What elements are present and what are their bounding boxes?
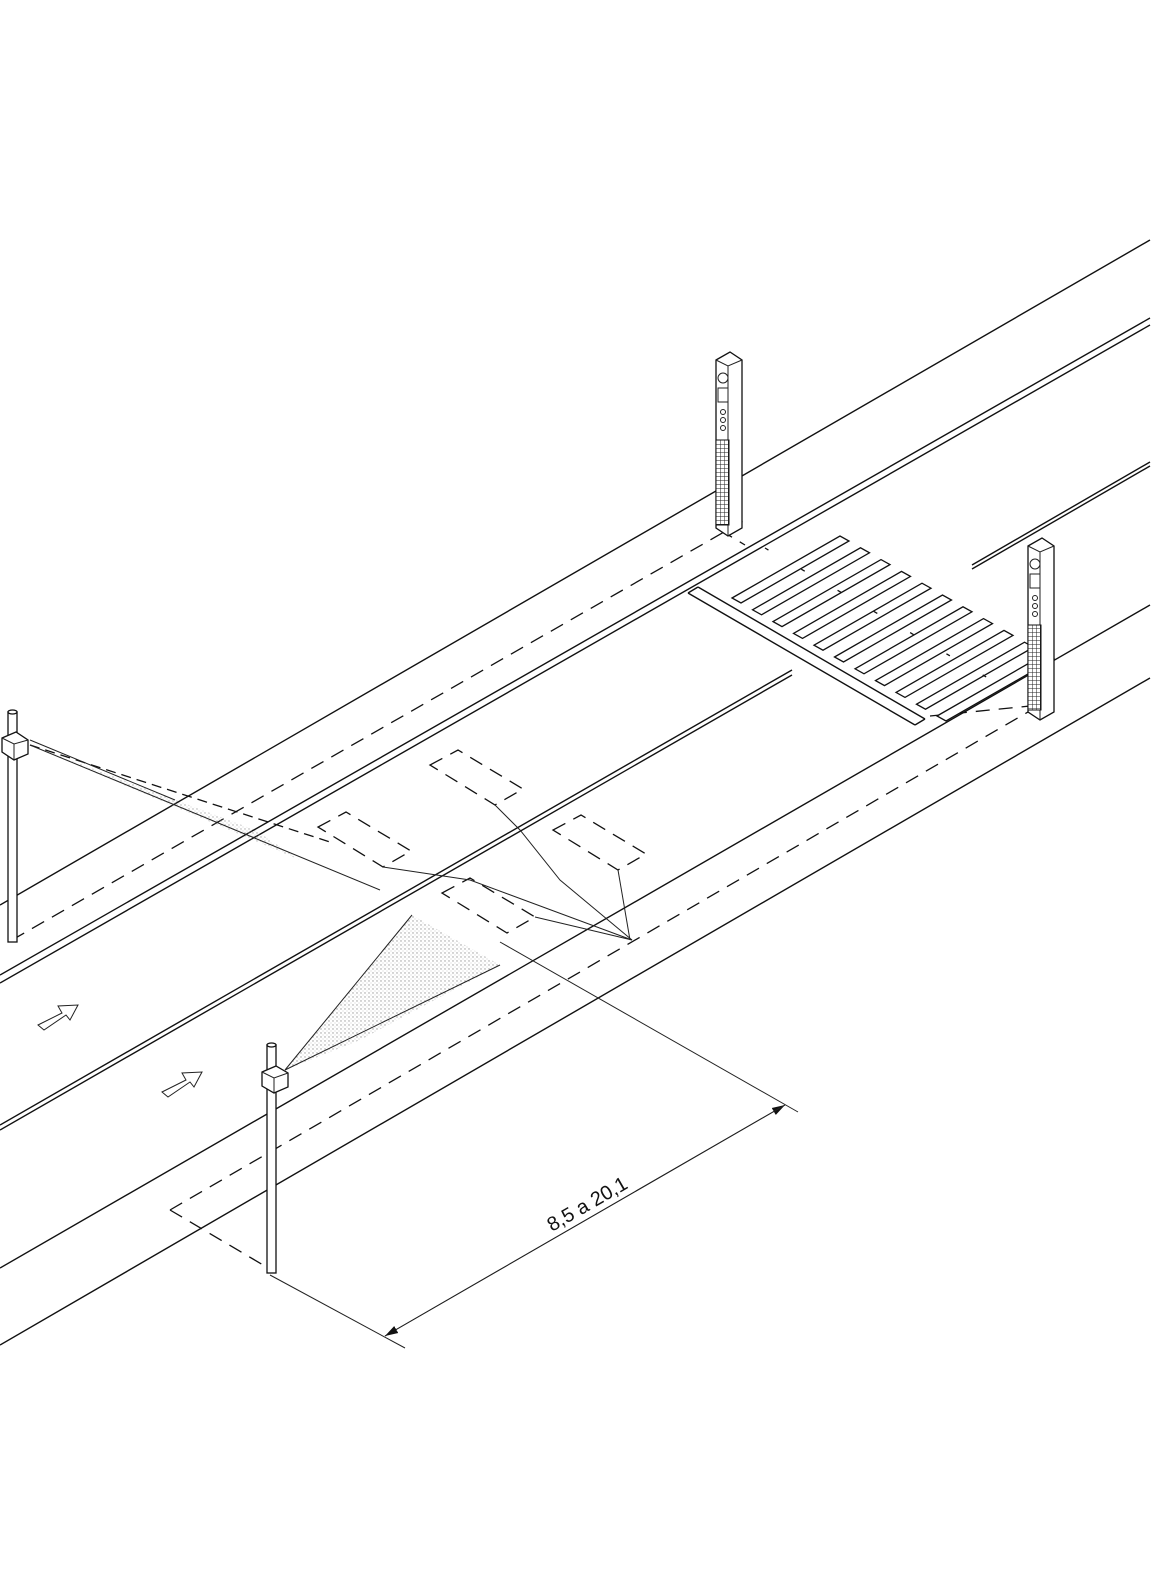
- crosswalk-stripe: [751, 547, 871, 616]
- lane-direction-arrow-icon: [37, 1004, 79, 1031]
- camera-pole-bottom: [261, 1042, 289, 1274]
- dimension-label: 8,5 a 20,1: [544, 1173, 632, 1237]
- crosswalk-stripe: [730, 535, 851, 604]
- crosswalk-stripe: [833, 594, 953, 663]
- pedestrian-crossing: [687, 535, 1056, 726]
- road-edges: [0, 239, 1151, 1346]
- crosswalk-stripe: [853, 606, 974, 675]
- crosswalk-stripe: [792, 570, 912, 640]
- crosswalk-stripe: [874, 617, 994, 687]
- lane-direction-arrow-bottom: [161, 1071, 203, 1098]
- centre-line: [0, 461, 1151, 1131]
- crosswalk-stripe: [812, 582, 933, 651]
- crosswalk-stripe: [894, 629, 1015, 699]
- sensor-leader-lines: [382, 804, 633, 941]
- camera-beam-left: [29, 739, 381, 891]
- detection-loops: [316, 749, 648, 934]
- traffic-enforcement-totem-icon: [715, 351, 743, 537]
- crosswalk-stripe: [771, 558, 892, 628]
- camera-beam-bottom: [284, 914, 501, 1071]
- camera-pole-left: [1, 709, 29, 943]
- traffic-enforcement-totem-right: [1027, 537, 1055, 721]
